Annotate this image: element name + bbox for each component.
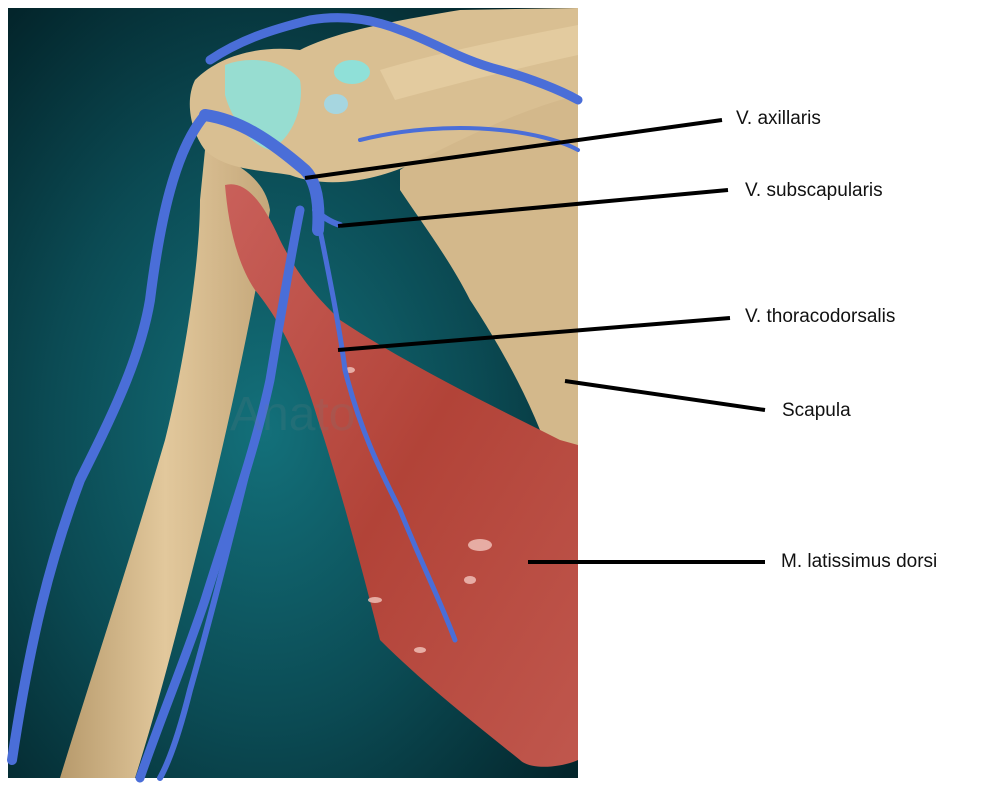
cartilage-nodule [334,60,370,84]
label-v-axillaris: V. axillaris [736,108,821,130]
label-v-subscapularis: V. subscapularis [745,180,883,202]
cartilage-nodule-small [324,94,348,114]
label-m-latissimus-dorsi: M. latissimus dorsi [781,551,937,573]
label-v-thoracodorsalis: V. thoracodorsalis [745,306,895,328]
watermark: Anato [230,388,355,441]
leader-line-scapula [565,381,765,410]
label-scapula: Scapula [782,400,851,422]
